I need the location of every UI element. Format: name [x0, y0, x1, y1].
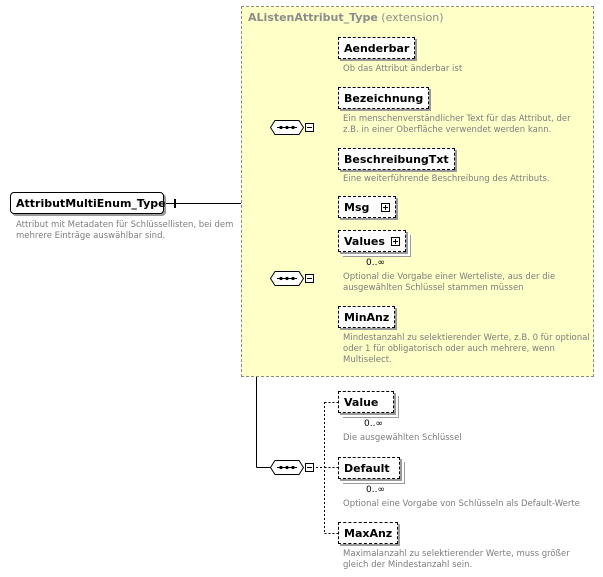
root-element[interactable]: AttributMultiEnum_Type	[10, 192, 176, 214]
expand-icon[interactable]	[390, 236, 400, 246]
root-description: Attribut mit Metadaten für Schlüssellist…	[16, 220, 234, 241]
element-minanz[interactable]: MinAnz	[338, 306, 396, 328]
cardinality-label: 0..∞	[366, 485, 385, 495]
element-description: Eine weiterführende Beschreibung des Att…	[343, 174, 550, 184]
element-value[interactable]: Value	[338, 391, 395, 413]
extension-suffix: (extension)	[381, 11, 444, 24]
element-default[interactable]: Default	[338, 457, 400, 479]
collapse-icon[interactable]	[305, 274, 314, 283]
root-element-label: AttributMultiEnum_Type	[16, 196, 166, 210]
sequence-compositor-2[interactable]	[270, 271, 304, 286]
element-beschreibungtxt[interactable]: BeschreibungTxt	[338, 148, 455, 170]
expand-icon[interactable]	[381, 202, 391, 212]
collapse-icon[interactable]	[305, 123, 314, 132]
extension-group: AListenAttribut_Type (extension)	[241, 6, 594, 377]
extension-title: AListenAttribut_Type (extension)	[248, 11, 444, 24]
element-description: Ein menschenverständlicher Text für das …	[343, 114, 571, 135]
element-aenderbar[interactable]: Aenderbar	[338, 37, 416, 59]
element-description: Maximalanzahl zu selektierender Werte, m…	[343, 549, 570, 570]
sequence-compositor-1[interactable]	[270, 120, 304, 135]
element-msg[interactable]: Msg	[338, 196, 397, 218]
element-values[interactable]: Values	[338, 230, 406, 252]
collapse-icon[interactable]	[173, 198, 176, 208]
element-maxanz[interactable]: MaxAnz	[338, 522, 399, 544]
element-bezeichnung[interactable]: Bezeichnung	[338, 87, 430, 109]
cardinality-label: 0..∞	[366, 258, 385, 268]
cardinality-label: 0..∞	[364, 419, 383, 429]
element-description: Optional die Vorgabe einer Werteliste, a…	[343, 272, 556, 293]
extension-type: AListenAttribut_Type	[248, 11, 378, 24]
element-description: Mindestanzahl zu selektierender Werte, z…	[343, 333, 590, 365]
collapse-icon[interactable]	[305, 463, 314, 472]
element-description: Optional eine Vorgabe von Schlüsseln als…	[343, 499, 580, 509]
sequence-compositor-3[interactable]	[270, 460, 304, 475]
element-description: Die ausgewählten Schlüssel	[343, 433, 462, 443]
element-description: Ob das Attribut änderbar ist	[343, 64, 463, 74]
